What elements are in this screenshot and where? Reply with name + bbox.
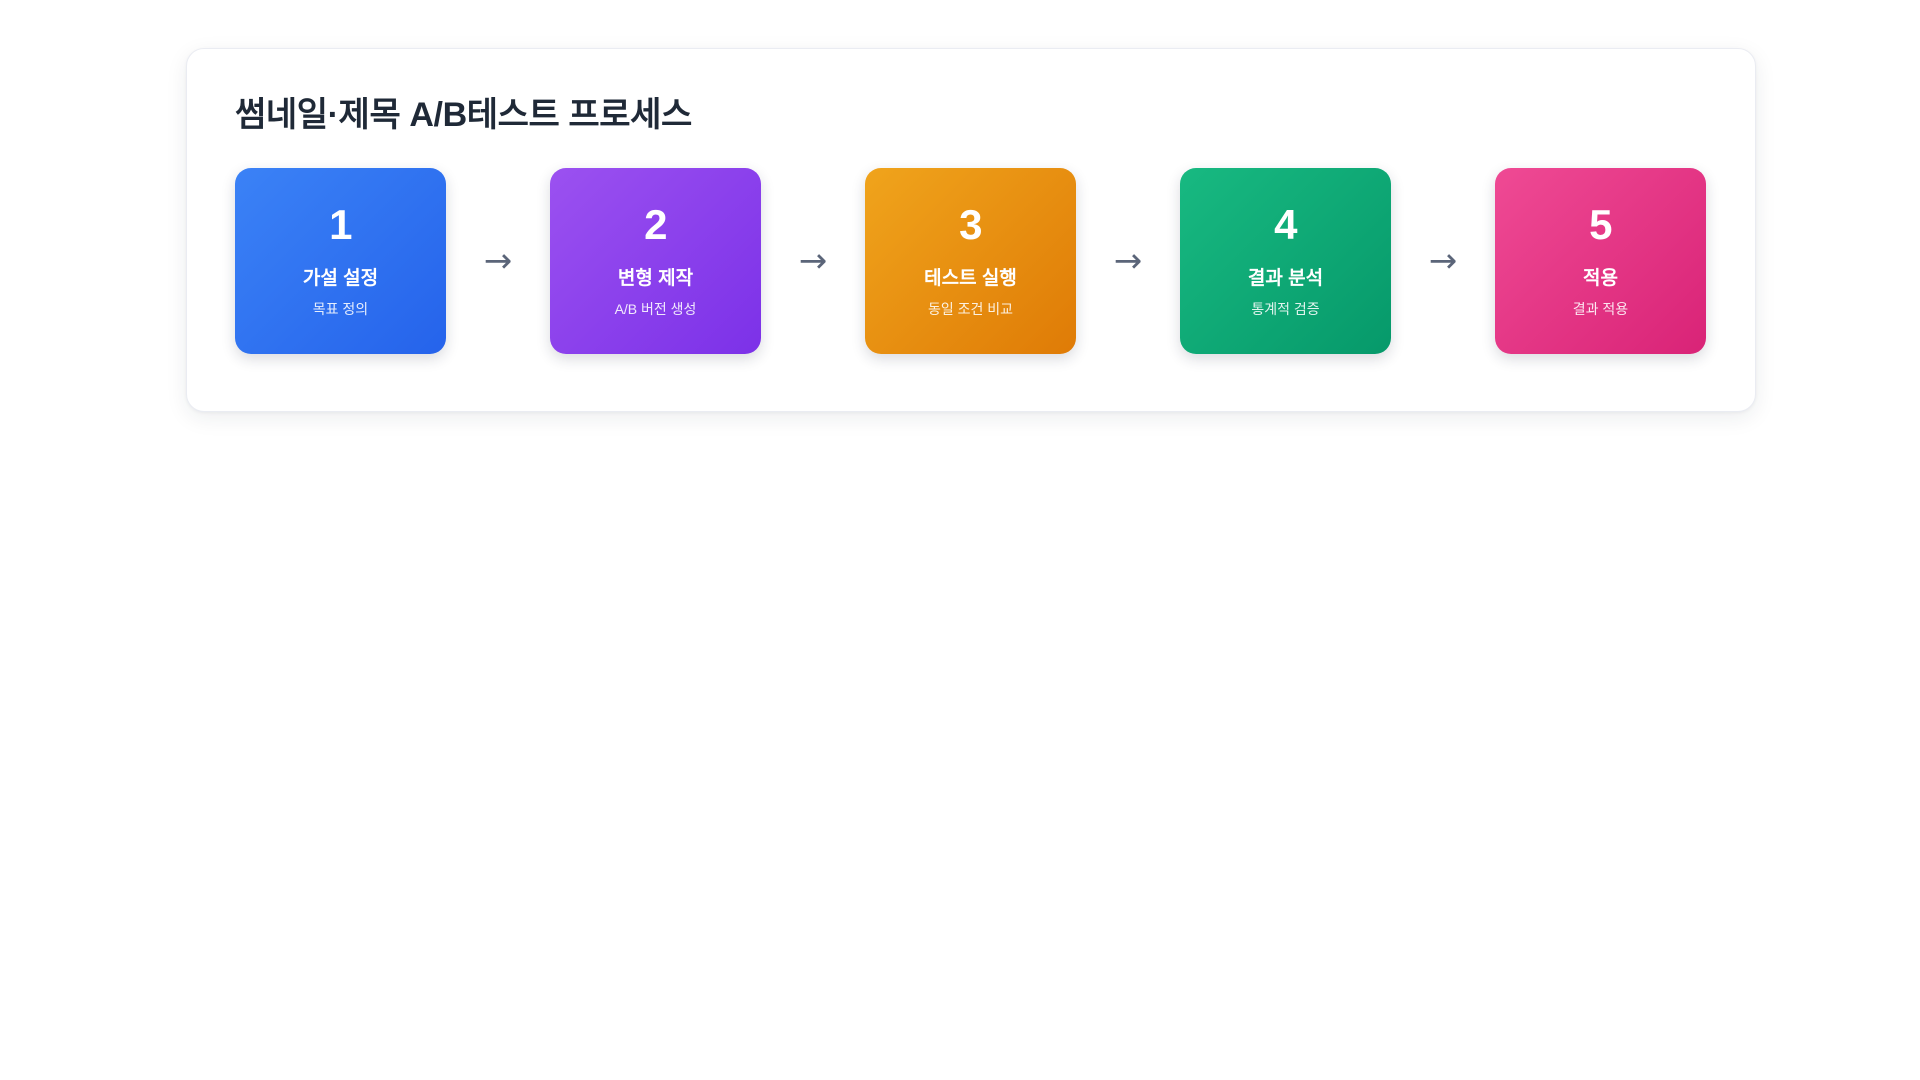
step-card-5[interactable]: 5 적용 결과 적용 — [1495, 167, 1706, 354]
step-sublabel-4: 통계적 검증 — [1251, 300, 1320, 317]
step-label-5: 적용 — [1583, 268, 1618, 289]
step-card-2[interactable]: 2 변형 제작 A/B 버전 생성 — [550, 167, 761, 354]
step-sublabel-5: 결과 적용 — [1572, 300, 1629, 317]
step-label-4: 결과 분석 — [1247, 268, 1324, 289]
page-title: 썸네일·제목 A/B테스트 프로세스 — [235, 96, 692, 134]
step-number-4: 4 — [1274, 201, 1297, 248]
step-label-3: 테스트 실행 — [924, 268, 1017, 289]
step-label-2: 변형 제작 — [617, 268, 694, 289]
step-number-5: 5 — [1589, 201, 1612, 248]
step-number-2: 2 — [644, 201, 667, 248]
process-flow: 1 가설 설정 목표 정의 → 2 변형 제작 A/B 버전 생성 → 3 테스… — [235, 167, 1707, 354]
step-number-3: 3 — [959, 201, 982, 248]
step-sublabel-2: A/B 버전 생성 — [614, 300, 697, 317]
step-card-1[interactable]: 1 가설 설정 목표 정의 — [235, 167, 446, 354]
step-sublabel-1: 목표 정의 — [312, 300, 369, 317]
arrow-right-icon-4: → — [1428, 240, 1458, 281]
step-label-1: 가설 설정 — [302, 268, 379, 289]
arrow-right-icon-1: → — [483, 240, 513, 281]
arrow-right-icon-3: → — [1113, 240, 1143, 281]
arrow-right-icon-2: → — [798, 240, 828, 281]
step-card-4[interactable]: 4 결과 분석 통계적 검증 — [1180, 167, 1391, 354]
process-panel: 썸네일·제목 A/B테스트 프로세스 1 가설 설정 목표 정의 → 2 변형 … — [186, 48, 1756, 412]
step-card-3[interactable]: 3 테스트 실행 동일 조건 비교 — [865, 167, 1076, 354]
step-sublabel-3: 동일 조건 비교 — [927, 300, 1014, 317]
step-number-1: 1 — [329, 201, 352, 248]
